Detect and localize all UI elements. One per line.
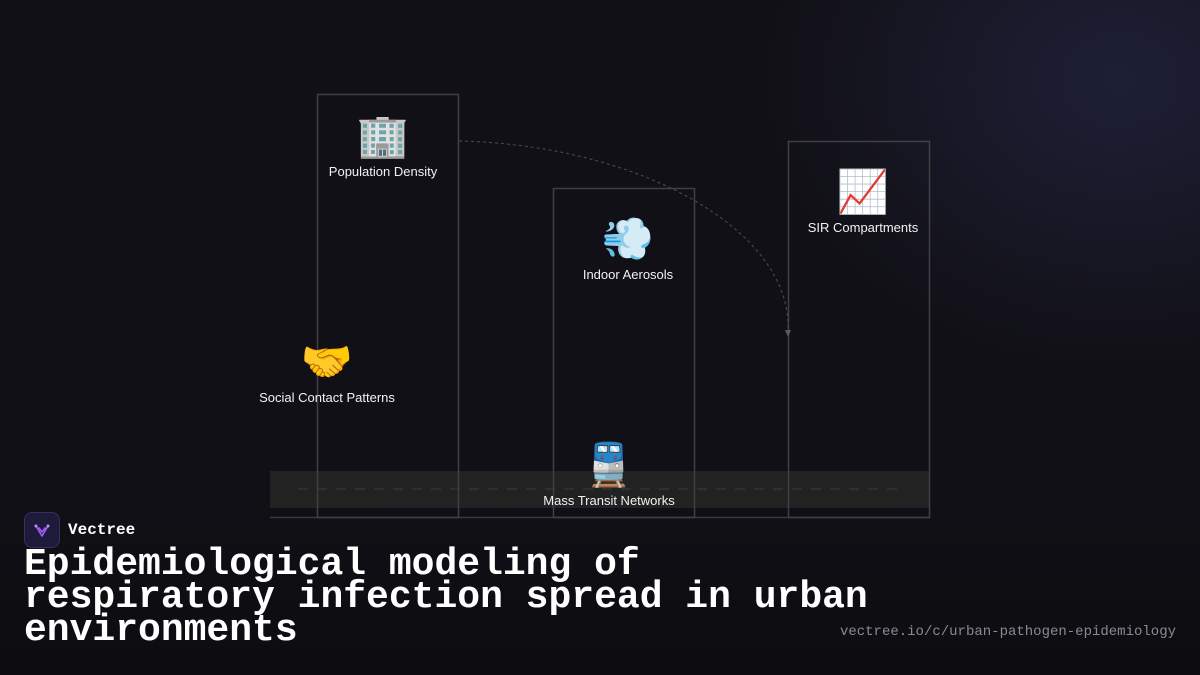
node-label: SIR Compartments xyxy=(807,220,919,235)
chart-increasing-icon: 📈 xyxy=(836,167,890,216)
page-title: Epidemiological modeling of respiratory … xyxy=(24,543,868,652)
connector-arrowhead xyxy=(785,330,791,337)
node-label: Population Density xyxy=(328,164,438,179)
density-to-sir-connector xyxy=(458,140,789,329)
node-mass-transit-networks: 🚆 Mass Transit Networks xyxy=(543,440,675,509)
node-indoor-aerosols: 💨 Indoor Aerosols xyxy=(582,214,674,283)
column-sir-compartments xyxy=(787,140,931,519)
node-label: Social Contact Patterns xyxy=(259,390,395,405)
office-building-icon: 🏢 xyxy=(356,111,410,160)
brand: Vectree xyxy=(24,512,135,548)
node-label: Mass Transit Networks xyxy=(543,493,675,508)
train-icon: 🚆 xyxy=(582,440,636,489)
node-social-contact-patterns: 🤝 Social Contact Patterns xyxy=(259,337,395,406)
vectree-logo-icon xyxy=(24,512,60,548)
node-label: Indoor Aerosols xyxy=(582,267,674,282)
column-indoor-aerosols xyxy=(552,187,696,519)
page-url: vectree.io/c/urban-pathogen-epidemiology xyxy=(839,624,1176,640)
node-sir-compartments: 📈 SIR Compartments xyxy=(807,167,919,236)
node-population-density: 🏢 Population Density xyxy=(328,111,438,180)
brand-name: Vectree xyxy=(68,521,136,539)
handshake-icon: 🤝 xyxy=(300,337,354,386)
column-population-density xyxy=(316,93,460,519)
dashing-away-icon: 💨 xyxy=(601,214,655,263)
